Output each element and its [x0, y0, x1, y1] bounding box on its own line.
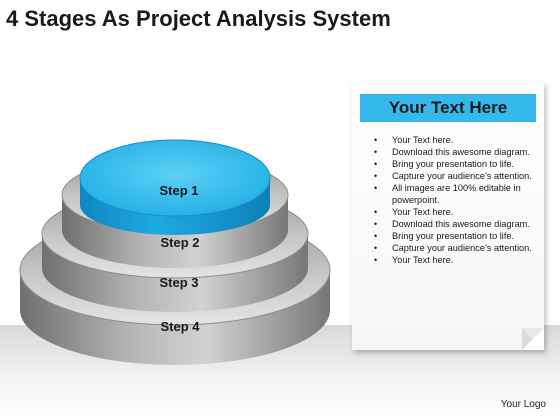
bullet-text: Download this awesome diagram. — [392, 219, 530, 229]
bullet-icon: • — [374, 147, 378, 157]
bullet-list: • Your Text here. • Download this awesome … — [370, 134, 540, 266]
stage-label-2: Step 2 — [160, 235, 199, 250]
bullet-icon: • — [374, 219, 378, 229]
stage-label-4: Step 4 — [160, 319, 200, 334]
bullet-icon: • — [374, 171, 378, 181]
bullet-text: Capture your audience’s attention. — [392, 243, 532, 253]
bullet-icon: • — [374, 207, 378, 217]
stage-label-1: Step 1 — [159, 183, 198, 198]
note-paper — [352, 82, 544, 350]
bullet-text: Bring your presentation to life. — [392, 159, 515, 169]
bullet-item: • Bring your presentation to life. — [370, 230, 540, 242]
logo-text: Your Logo — [500, 399, 546, 410]
bullet-text: Your Text here. — [392, 207, 454, 217]
bullet-icon: • — [374, 135, 378, 145]
bullet-icon: • — [374, 231, 378, 241]
page-title: 4 Stages As Project Analysis System — [6, 6, 391, 31]
page-curl-cut — [522, 328, 544, 350]
bullet-text: Bring your presentation to life. — [392, 231, 515, 241]
bullet-item: • Your Text here. — [370, 134, 540, 146]
bullet-item: • Download this awesome diagram. — [370, 146, 540, 158]
bullet-text: Your Text here. — [392, 255, 454, 265]
bullet-item: • Capture your audience’s attention. — [370, 170, 540, 182]
bullet-text: All images are 100% editable in powerpoi… — [392, 183, 521, 205]
bullet-text: Your Text here. — [392, 135, 454, 145]
bullet-item: • Bring your presentation to life. — [370, 158, 540, 170]
note-card: Your Text Here • Your Text here. • Downloa… — [352, 82, 544, 350]
stage-label-3: Step 3 — [159, 275, 198, 290]
bullet-item: • Download this awesome diagram. — [370, 218, 540, 230]
bullet-item: • Your Text here. — [370, 206, 540, 218]
bullet-item: • Capture your audience’s attention. — [370, 242, 540, 254]
bullet-icon: • — [374, 183, 378, 193]
bullet-item: • Your Text here. — [370, 254, 540, 266]
stage-tier-1 — [79, 139, 271, 235]
bullet-icon: • — [374, 255, 378, 265]
bullet-icon: • — [374, 159, 378, 169]
bullet-text: Capture your audience’s attention. — [392, 171, 532, 181]
bullet-icon: • — [374, 243, 378, 253]
note-header: Your Text Here — [360, 94, 536, 122]
bullet-item: • All images are 100% editable in powerpo… — [370, 182, 540, 206]
bullet-text: Download this awesome diagram. — [392, 147, 530, 157]
